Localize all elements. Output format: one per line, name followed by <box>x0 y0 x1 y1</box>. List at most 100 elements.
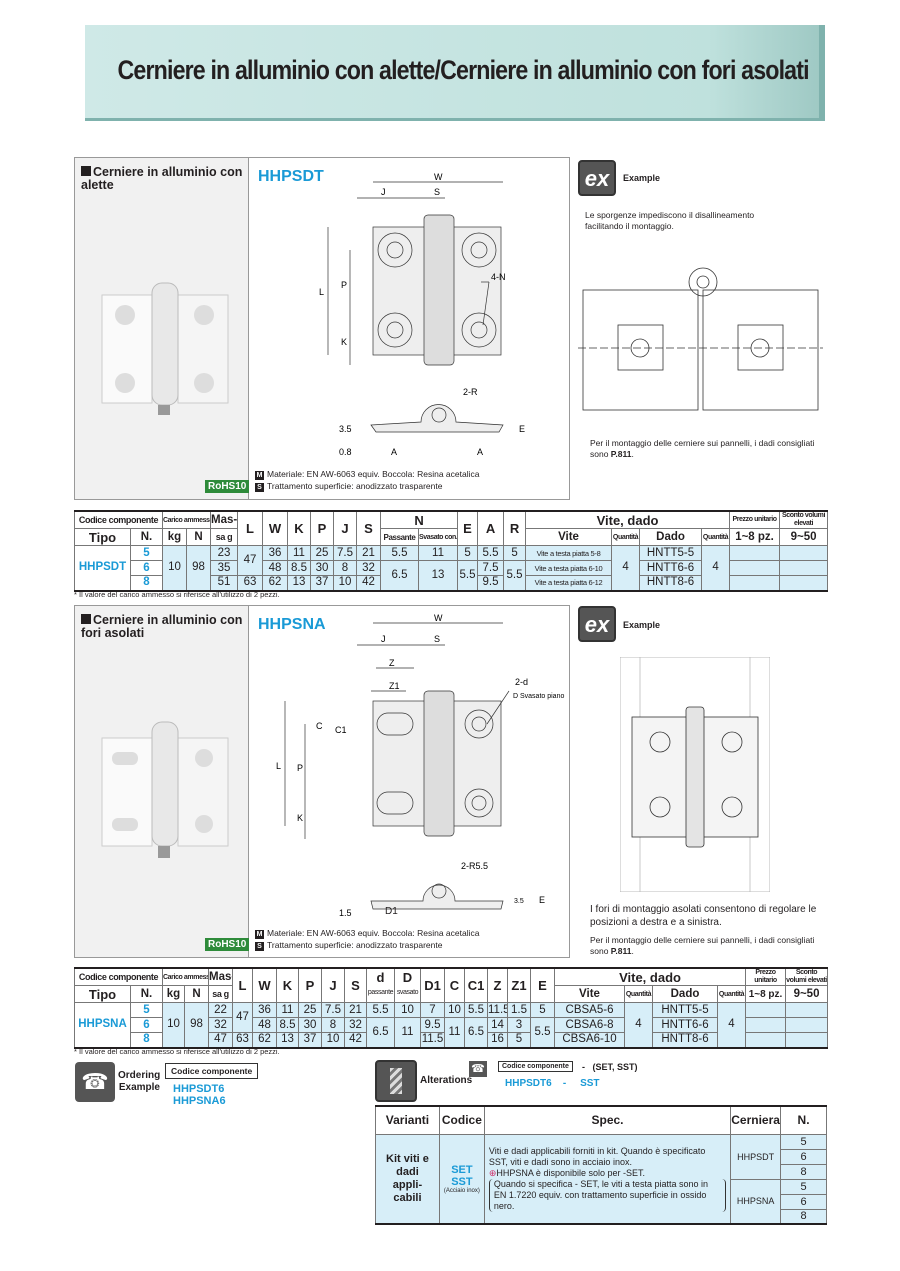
discount-cell[interactable] <box>785 1032 829 1048</box>
rect-element <box>617 324 664 371</box>
price-cell[interactable] <box>745 1002 787 1018</box>
alterations-head-2: Spec. <box>483 1105 732 1135</box>
t1-rows-2-vite: Vite a testa piatta 6-12 <box>525 575 613 591</box>
t1-h-sconto: Sconto volumi elevati <box>779 510 829 529</box>
t2-h-p: P <box>298 967 322 1003</box>
t1-rows-2-mass: 51 <box>210 575 238 591</box>
product-box-hhpsna: Cerniere in alluminio con fori asolati R… <box>74 605 570 958</box>
circle-element <box>194 373 214 393</box>
t1-h-nh: N <box>379 510 459 529</box>
product-code: HHPSDT <box>258 168 324 185</box>
t1-rows-1-vite: Vite a testa piatta 6-10 <box>525 560 613 576</box>
example-caption: I fori di montaggio asolati consentono d… <box>590 904 817 928</box>
g-element <box>284 622 510 910</box>
t2-rows-2-j: 10 <box>321 1032 345 1048</box>
sec1-example-note_end: . <box>631 449 634 459</box>
t1-rows-1-a: 7.5 <box>477 560 505 576</box>
dim-3-5: 3.5 <box>339 424 352 434</box>
circle-element <box>431 883 447 899</box>
example-panel-drawing <box>620 657 770 892</box>
price-cell[interactable] <box>729 545 781 561</box>
dim-w: W <box>434 172 443 182</box>
discount-cell[interactable] <box>779 560 829 576</box>
rect-element <box>158 846 170 858</box>
alteration-format: - (SET, SST) <box>582 1062 638 1072</box>
t1-h-w: W <box>262 510 288 546</box>
t1-n: 98 <box>186 545 211 591</box>
price-cell[interactable] <box>729 560 781 576</box>
t1-kg: 10 <box>162 545 187 591</box>
t1-sv1: 11 <box>417 545 459 561</box>
t2-h-n: N. <box>130 985 163 1003</box>
sec1-surface: Trattamento superficie: anodizzato trasp… <box>267 481 443 491</box>
t2-n: 98 <box>184 1002 209 1048</box>
alterations-n-2: 8 <box>780 1163 827 1180</box>
path-element <box>370 404 504 433</box>
rect-element <box>737 324 784 371</box>
t2-rows-1-z1: 3 <box>507 1017 531 1033</box>
t2-h-kg: kg <box>162 985 185 1003</box>
example-note: Per il montaggio delle cerniere sui pann… <box>590 935 820 957</box>
alterations-n-0: 5 <box>780 1133 827 1150</box>
dim-w: W <box>434 613 443 623</box>
t2-rows-1-z: 14 <box>487 1017 508 1033</box>
t2-rows-0-mass: 22 <box>208 1002 233 1018</box>
rect-element <box>151 721 179 847</box>
circle-element <box>696 275 710 289</box>
circle-element <box>721 731 743 753</box>
example-label: Example <box>623 620 661 630</box>
dim-2d: 2-d <box>515 677 528 687</box>
circle-element <box>115 305 135 325</box>
product-box-hhpsdt: Cerniere in alluminio con alette RoHS10 … <box>74 157 570 500</box>
t2-rows-0-s: 21 <box>344 1002 367 1018</box>
example-label: Example <box>623 173 661 183</box>
sec2-example-note: Per il montaggio delle cerniere sui pann… <box>590 935 815 956</box>
t1-rows-0-a: 5.5 <box>477 545 505 561</box>
price-cell[interactable] <box>745 1017 787 1033</box>
price-cell[interactable] <box>729 575 781 591</box>
circle-element <box>377 312 413 348</box>
circle-element <box>471 795 487 811</box>
circle-element <box>471 716 487 732</box>
alterations-head-4: N. <box>780 1105 827 1135</box>
page-link[interactable]: P.811 <box>610 946 632 956</box>
t2-rows-1-d1: 9.5 <box>420 1017 445 1033</box>
t1-h-n: N. <box>130 528 163 546</box>
t1-h-r: R <box>503 510 527 546</box>
alterations-ex_opt: SST <box>580 1078 600 1089</box>
t1-rows-0-vite: Vite a testa piatta 5-8 <box>525 545 613 561</box>
line-element <box>486 690 510 725</box>
t1-sv2: 13 <box>417 560 459 591</box>
t1-h-k: K <box>287 510 311 546</box>
discount-cell[interactable] <box>785 1017 829 1033</box>
dim-0-8: 0.8 <box>339 447 352 457</box>
t2-h-s: S <box>344 967 367 1003</box>
t2-h-vite: Vite <box>554 985 625 1003</box>
table-cell: Viti e dadi applicabili forniti in kit. … <box>483 1133 732 1225</box>
t2-rows-0-w: 36 <box>252 1002 277 1018</box>
t2-rows-2-k: 13 <box>276 1032 299 1048</box>
t2-h-prezzo: Prezzo unitario <box>745 967 787 986</box>
alteration-example: HHPSDT6 - SST <box>505 1078 600 1089</box>
t2-tipo: HHPSNA <box>74 1002 131 1048</box>
discount-cell[interactable] <box>785 1002 829 1018</box>
price-cell[interactable] <box>745 1032 787 1048</box>
alterations-head-0: Varianti <box>375 1105 440 1135</box>
alterations-head-1: Codice <box>438 1105 485 1135</box>
discount-cell[interactable] <box>779 575 829 591</box>
t1-rows-2-w: 62 <box>262 575 288 591</box>
t2-rows-1-p: 30 <box>298 1017 322 1033</box>
product-name: Cerniere in alluminio con fori asolati <box>81 614 246 640</box>
page-link[interactable]: P.811 <box>610 449 632 459</box>
rohs-badge: RoHS10 <box>205 480 250 493</box>
t2-rows-1-n: 6 <box>130 1017 163 1033</box>
t2-h-carico: Carico ammesso <box>162 967 209 986</box>
alterations-n-3: 5 <box>780 1178 827 1195</box>
t2-rows-2-p: 37 <box>298 1032 322 1048</box>
discount-cell[interactable] <box>779 545 829 561</box>
t1-h-l: L <box>237 510 263 546</box>
